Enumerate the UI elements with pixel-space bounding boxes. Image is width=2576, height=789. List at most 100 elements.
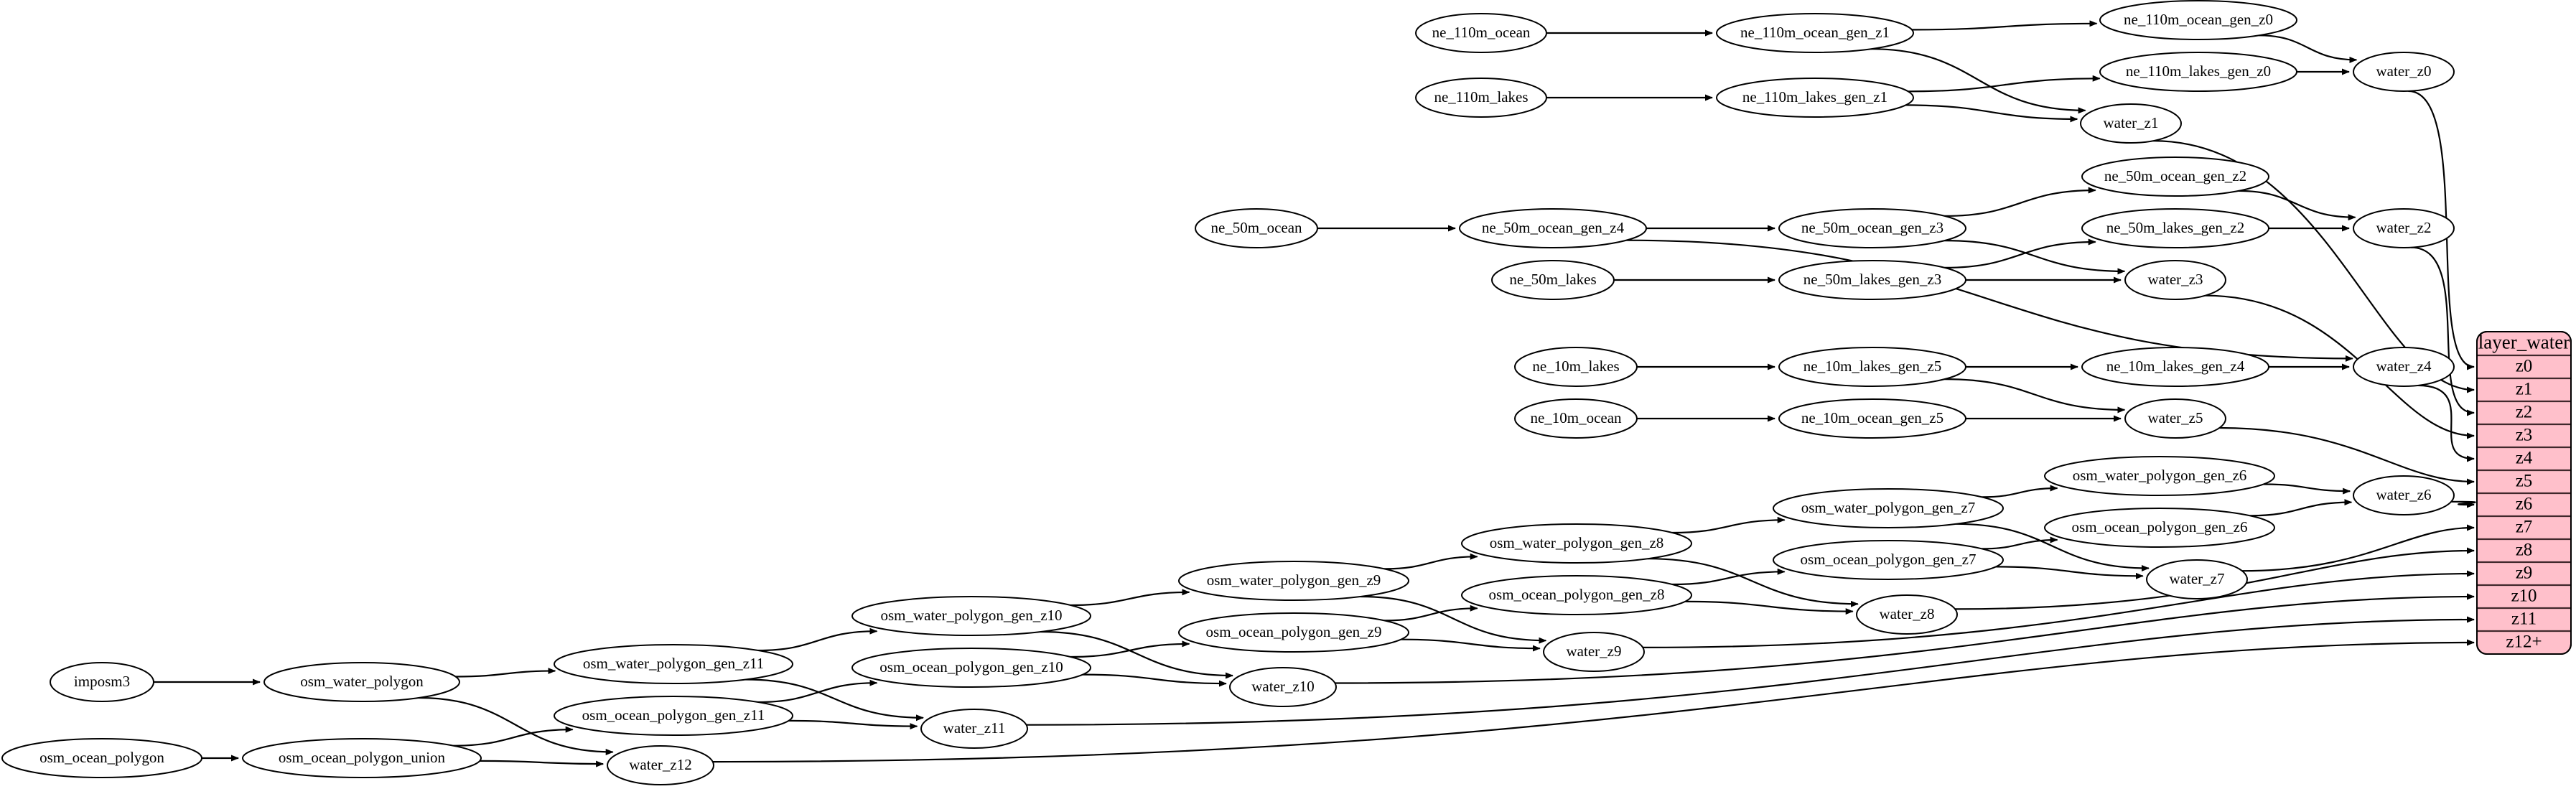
graph-node-osm_ocean_polygon_gen_z7[interactable]: osm_ocean_polygon_gen_z7 xyxy=(1773,540,2004,580)
graph-node-ne_50m_lakes_gen_z3[interactable]: ne_50m_lakes_gen_z3 xyxy=(1778,260,1966,300)
node-ellipse xyxy=(1716,13,1914,53)
node-label: osm_ocean_polygon xyxy=(39,749,164,766)
graph-node-water_z10[interactable]: water_z10 xyxy=(1229,667,1337,707)
graph-node-osm_water_polygon_gen_z6[interactable]: osm_water_polygon_gen_z6 xyxy=(2044,456,2275,496)
graph-node-water_z7[interactable]: water_z7 xyxy=(2146,559,2248,599)
graph-node-ne_50m_ocean[interactable]: ne_50m_ocean xyxy=(1195,208,1318,248)
node-ellipse xyxy=(1461,575,1692,615)
graph-node-ne_110m_lakes_gen_z1[interactable]: ne_110m_lakes_gen_z1 xyxy=(1716,78,1914,118)
graph-node-water_z9[interactable]: water_z9 xyxy=(1543,632,1645,672)
node-label: osm_water_polygon_gen_z9 xyxy=(1207,571,1381,589)
graph-node-ne_110m_ocean[interactable]: ne_110m_ocean xyxy=(1415,13,1547,53)
graph-node-water_z2[interactable]: water_z2 xyxy=(2353,208,2455,248)
graph-node-water_z6[interactable]: water_z6 xyxy=(2353,475,2455,515)
graph-node-ne_50m_ocean_gen_z3[interactable]: ne_50m_ocean_gen_z3 xyxy=(1778,208,1966,248)
legend-row-label: z2 xyxy=(2516,403,2533,422)
node-ellipse xyxy=(2080,103,2182,144)
graph-node-osm_ocean_polygon_gen_z6[interactable]: osm_ocean_polygon_gen_z6 xyxy=(2044,508,2275,548)
graph-node-ne_10m_lakes[interactable]: ne_10m_lakes xyxy=(1514,347,1638,387)
legend-row-z1[interactable]: z1 xyxy=(2516,380,2533,399)
node-ellipse xyxy=(2044,456,2275,496)
legend-row-z6[interactable]: z6 xyxy=(2516,495,2533,514)
graph-node-water_z3[interactable]: water_z3 xyxy=(2124,260,2226,300)
graph-node-ne_110m_ocean_gen_z0[interactable]: ne_110m_ocean_gen_z0 xyxy=(2099,0,2297,40)
graph-node-osm_ocean_polygon_union[interactable]: osm_ocean_polygon_union xyxy=(242,738,482,778)
graph-edge xyxy=(1982,536,2058,550)
graph-node-ne_10m_lakes_gen_z5[interactable]: ne_10m_lakes_gen_z5 xyxy=(1778,347,1966,387)
node-label: osm_water_polygon_gen_z6 xyxy=(2073,467,2247,484)
legend-row-label: z0 xyxy=(2516,357,2533,376)
node-layer: ne_110m_ocean ne_110m_ocean_gen_z1 ne_110m… xyxy=(1,0,2455,785)
legend-row-z7[interactable]: z7 xyxy=(2516,518,2533,537)
node-ellipse xyxy=(1773,540,2004,580)
node-ellipse xyxy=(1778,398,1966,439)
legend-row-z8[interactable]: z8 xyxy=(2516,541,2533,560)
legend-row-z12+[interactable]: z12+ xyxy=(2506,632,2542,652)
node-label: ne_110m_lakes xyxy=(1434,88,1528,106)
graph-node-ne_10m_ocean_gen_z5[interactable]: ne_10m_ocean_gen_z5 xyxy=(1778,398,1966,439)
graph-edge xyxy=(1911,20,2098,31)
graph-node-ne_110m_lakes[interactable]: ne_110m_lakes xyxy=(1415,78,1547,118)
legend-row-z2[interactable]: z2 xyxy=(2516,403,2533,422)
node-ellipse xyxy=(1543,632,1645,672)
graph-node-water_z12[interactable]: water_z12 xyxy=(607,745,714,785)
legend-row-z3[interactable]: z3 xyxy=(2516,426,2533,445)
graph-node-osm_ocean_polygon[interactable]: osm_ocean_polygon xyxy=(1,738,202,778)
graph-node-osm_ocean_polygon_gen_z8[interactable]: osm_ocean_polygon_gen_z8 xyxy=(1461,575,1692,615)
graph-node-ne_50m_ocean_gen_z4[interactable]: ne_50m_ocean_gen_z4 xyxy=(1459,208,1647,248)
node-label: ne_110m_lakes_gen_z0 xyxy=(2126,62,2271,80)
graph-node-osm_water_polygon_gen_z9[interactable]: osm_water_polygon_gen_z9 xyxy=(1178,561,1409,601)
node-ellipse xyxy=(1195,208,1318,248)
legend-edge xyxy=(1335,593,2475,684)
graph-edge xyxy=(1944,187,2096,217)
node-label: ne_10m_ocean_gen_z5 xyxy=(1801,409,1943,426)
graph-node-osm_ocean_polygon_gen_z11[interactable]: osm_ocean_polygon_gen_z11 xyxy=(554,696,793,736)
graph-node-ne_10m_lakes_gen_z4[interactable]: ne_10m_lakes_gen_z4 xyxy=(2081,347,2269,387)
graph-node-water_z11[interactable]: water_z11 xyxy=(920,709,1028,749)
legend-row-z9[interactable]: z9 xyxy=(2516,564,2533,583)
node-label: water_z6 xyxy=(2376,486,2432,503)
graph-node-ne_110m_lakes_gen_z0[interactable]: ne_110m_lakes_gen_z0 xyxy=(2099,52,2297,92)
graph-node-ne_50m_ocean_gen_z2[interactable]: ne_50m_ocean_gen_z2 xyxy=(2081,157,2269,197)
graph-node-osm_water_polygon_gen_z7[interactable]: osm_water_polygon_gen_z7 xyxy=(1773,488,2004,528)
node-ellipse xyxy=(607,745,714,785)
graph-node-water_z4[interactable]: water_z4 xyxy=(2353,347,2455,387)
graph-node-water_z0[interactable]: water_z0 xyxy=(2353,52,2455,92)
node-ellipse xyxy=(1778,208,1966,248)
node-label: imposm3 xyxy=(74,673,130,690)
node-label: water_z1 xyxy=(2104,114,2159,131)
graph-node-osm_water_polygon_gen_z8[interactable]: osm_water_polygon_gen_z8 xyxy=(1461,523,1692,564)
node-ellipse xyxy=(1491,260,1615,300)
graph-node-osm_water_polygon_gen_z11[interactable]: osm_water_polygon_gen_z11 xyxy=(554,644,793,684)
graph-node-ne_110m_ocean_gen_z1[interactable]: ne_110m_ocean_gen_z1 xyxy=(1716,13,1914,53)
graph-node-water_z1[interactable]: water_z1 xyxy=(2080,103,2182,144)
graph-edge xyxy=(1383,604,1478,622)
node-ellipse xyxy=(1778,260,1966,300)
graph-node-osm_ocean_polygon_gen_z9[interactable]: osm_ocean_polygon_gen_z9 xyxy=(1178,612,1409,653)
graph-node-water_z8[interactable]: water_z8 xyxy=(1856,594,1958,635)
graph-node-osm_ocean_polygon_gen_z10[interactable]: osm_ocean_polygon_gen_z10 xyxy=(851,648,1091,688)
graph-node-osm_water_polygon[interactable]: osm_water_polygon xyxy=(263,662,460,702)
graph-node-osm_water_polygon_gen_z10[interactable]: osm_water_polygon_gen_z10 xyxy=(851,596,1091,636)
legend-row-z10[interactable]: z10 xyxy=(2511,587,2537,606)
graph-node-imposm3[interactable]: imposm3 xyxy=(50,662,154,702)
graph-node-ne_10m_ocean[interactable]: ne_10m_ocean xyxy=(1514,398,1638,439)
legend-row-z11[interactable]: z11 xyxy=(2511,610,2537,629)
node-ellipse xyxy=(1514,398,1638,439)
node-label: water_z8 xyxy=(1880,605,1935,622)
legend-row-z0[interactable]: z0 xyxy=(2516,357,2533,376)
graph-node-ne_50m_lakes_gen_z2[interactable]: ne_50m_lakes_gen_z2 xyxy=(2081,208,2269,248)
node-label: water_z4 xyxy=(2376,358,2432,375)
graph-edge xyxy=(788,719,918,730)
legend-row-z4[interactable]: z4 xyxy=(2516,449,2533,468)
node-ellipse xyxy=(2353,347,2455,387)
node-label: ne_10m_lakes_gen_z4 xyxy=(2106,358,2245,375)
node-ellipse xyxy=(1178,561,1409,601)
graph-node-ne_50m_lakes[interactable]: ne_50m_lakes xyxy=(1491,260,1615,300)
legend-edge xyxy=(2219,426,2475,485)
graph-edge xyxy=(418,696,614,755)
graph-node-water_z5[interactable]: water_z5 xyxy=(2124,398,2226,439)
legend-row-z5[interactable]: z5 xyxy=(2516,472,2533,491)
